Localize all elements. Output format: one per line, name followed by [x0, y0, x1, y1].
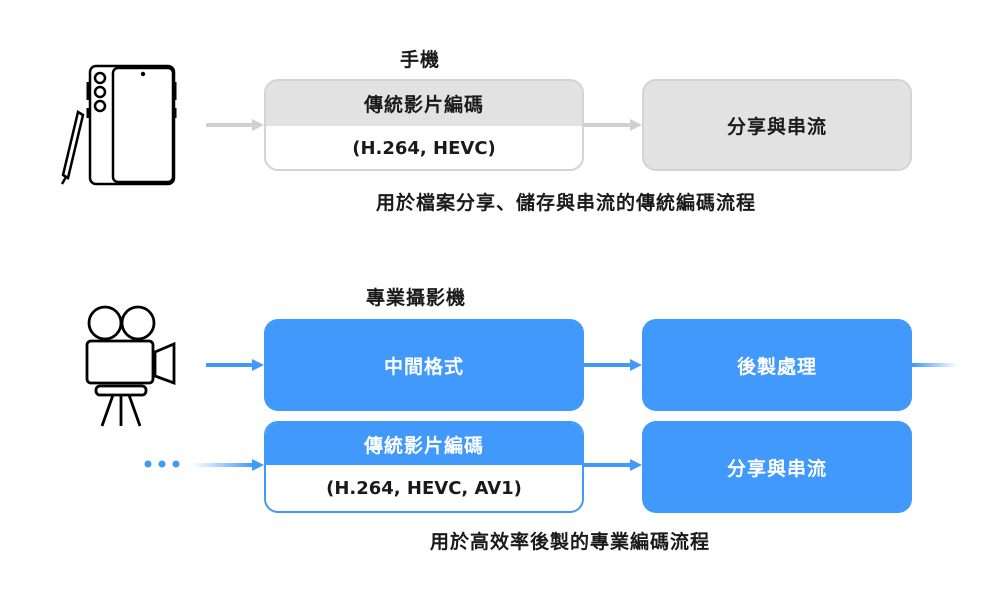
arrow-camera-to-intermediate — [206, 359, 264, 371]
camera-encode-title: 傳統影片編碼 — [266, 423, 582, 465]
camera-caption: 用於高效率後製的專業編碼流程 — [430, 531, 711, 553]
phone-encode-title: 傳統影片編碼 — [266, 81, 582, 126]
post-production-label: 後製處理 — [736, 355, 817, 378]
arrow-post-continues — [912, 363, 958, 367]
arrow-encode-to-share-pro — [584, 459, 642, 471]
camera-encode-box: 傳統影片編碼 (H.264, HEVC, AV1) — [264, 421, 584, 513]
post-production-box: 後製處理 — [642, 319, 912, 411]
phone-section-title: 手機 — [400, 49, 441, 71]
arrow-intermediate-to-post — [584, 359, 642, 371]
phone-share-label: 分享與串流 — [726, 115, 827, 138]
smartphone-with-stylus-icon — [60, 64, 177, 186]
camera-section-title: 專業攝影機 — [366, 287, 467, 309]
camera-share-box: 分享與串流 — [642, 421, 912, 513]
phone-caption: 用於檔案分享、儲存與串流的傳統編碼流程 — [376, 192, 757, 214]
camera-encode-codecs: (H.264, HEVC, AV1) — [326, 477, 522, 499]
arrow-ellipsis-to-encode — [192, 459, 264, 471]
arrow-encode-to-share — [584, 119, 642, 131]
phone-encode-codecs: (H.264, HEVC) — [352, 138, 496, 159]
phone-share-box: 分享與串流 — [642, 79, 912, 171]
phone-encode-box: 傳統影片編碼 (H.264, HEVC) — [264, 79, 584, 171]
intermediate-format-label: 中間格式 — [383, 355, 464, 378]
camera-share-label: 分享與串流 — [726, 457, 827, 480]
arrow-phone-to-encode — [206, 119, 264, 131]
intermediate-format-box: 中間格式 — [264, 319, 584, 411]
movie-camera-on-tripod-icon — [85, 305, 176, 427]
ellipsis-icon — [144, 460, 180, 468]
